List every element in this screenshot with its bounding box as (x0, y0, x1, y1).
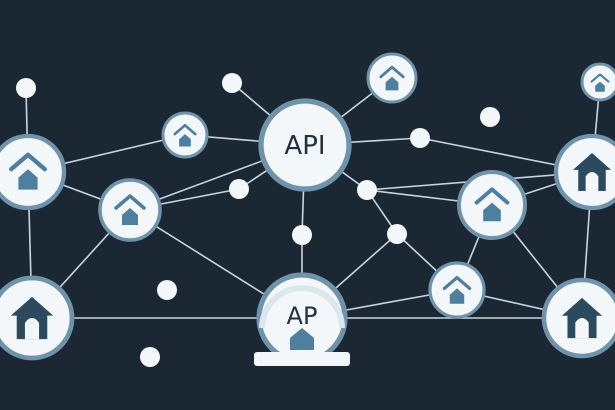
roof-chevron-icon (114, 194, 146, 210)
junction-dot (410, 128, 430, 148)
node-dBR (541, 277, 615, 359)
node-dTR (553, 133, 615, 211)
node-hM1 (98, 178, 162, 242)
node-hTop (366, 52, 418, 104)
doghouse-door (585, 172, 599, 192)
junction-dot (292, 225, 312, 245)
ap-label: AP (287, 302, 318, 330)
node-hTR (580, 62, 615, 102)
home-icon (179, 134, 191, 147)
junction-dot (357, 180, 377, 200)
roof-chevron-icon (9, 152, 47, 172)
node-hR1 (457, 170, 527, 240)
roof-chevron-icon (379, 65, 405, 79)
node-ring (258, 98, 352, 192)
doghouse-door (575, 318, 589, 339)
roof-chevron-icon (474, 187, 510, 205)
nodes: API AP (0, 52, 615, 366)
junction-dot (222, 73, 242, 93)
junction-dot (229, 179, 249, 199)
junction-dot (480, 107, 500, 127)
api-label: API (284, 131, 325, 161)
doghouse-door (24, 318, 40, 340)
home-icon (122, 208, 138, 225)
node-hTL (0, 133, 67, 211)
junction-dot (157, 280, 177, 300)
node-apb: AP (254, 272, 350, 366)
node-base (254, 352, 350, 366)
dome-arch (259, 285, 345, 329)
junction-dot (140, 347, 160, 367)
node-hR2 (428, 261, 486, 319)
roof-chevron-icon (590, 73, 610, 83)
home-icon (290, 328, 314, 350)
home-icon (595, 81, 605, 92)
junction-dot (387, 224, 407, 244)
home-icon (18, 169, 38, 190)
junction-dot (16, 78, 36, 98)
node-ring (0, 133, 67, 211)
roof-chevron-icon (442, 275, 472, 291)
home-icon (385, 76, 399, 91)
dots (16, 73, 500, 367)
node-api: API (258, 98, 352, 192)
home-icon (483, 202, 501, 222)
node-dBL (0, 275, 75, 361)
node-ring (580, 62, 615, 102)
home-icon (449, 288, 465, 304)
roof-chevron-icon (173, 123, 197, 136)
node-hS1 (161, 111, 209, 159)
